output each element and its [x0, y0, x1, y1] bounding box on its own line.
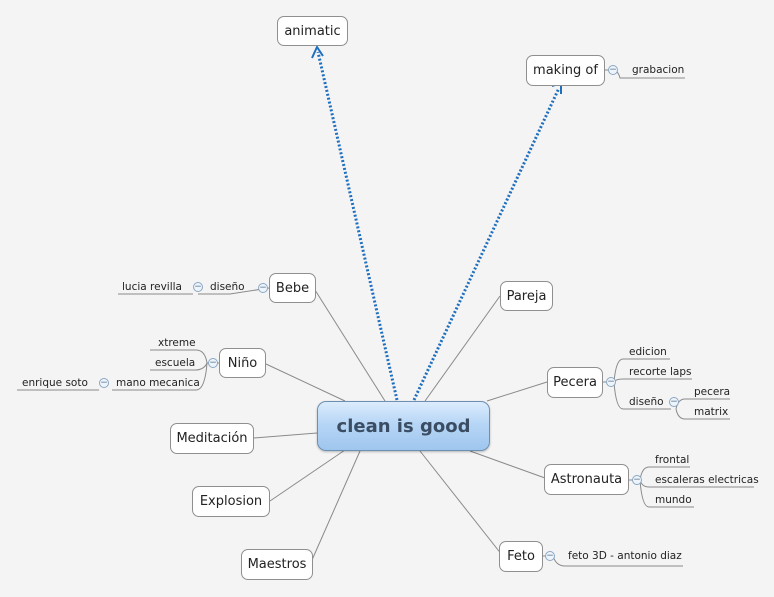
subtopic-frontal[interactable]: frontal — [655, 454, 690, 466]
arrow-to-animatic — [316, 51, 399, 401]
subtopic-feto-3d[interactable]: feto 3D - antonio diaz — [568, 550, 682, 562]
collapse-pecera-icon[interactable]: − — [606, 376, 616, 387]
topic-pareja[interactable]: Pareja — [500, 281, 553, 311]
topic-feto[interactable]: Feto — [499, 541, 543, 572]
topic-explosion[interactable]: Explosion — [192, 486, 270, 517]
arrowhead-animatic — [311, 44, 324, 59]
subtopic-enrique-soto[interactable]: enrique soto — [22, 377, 88, 389]
subtopic-pecera[interactable]: pecera — [694, 386, 731, 398]
connector-pecera — [486, 381, 548, 402]
connector-explosion — [269, 449, 346, 502]
connector-maestros — [311, 450, 361, 561]
line-pecera-diseno — [613, 381, 671, 410]
arrow-to-making-of — [412, 87, 561, 401]
subtopic-bebe-diseno[interactable]: diseño — [210, 281, 245, 293]
subtopic-lucia-revilla[interactable]: lucia revilla — [122, 281, 182, 293]
collapse-pecera-diseno-icon[interactable]: − — [669, 396, 679, 407]
line-bebe-diseno — [198, 287, 270, 295]
collapse-bebe-icon[interactable]: − — [258, 282, 268, 293]
branch-connectors — [253, 289, 548, 561]
relationship-arrows — [316, 51, 561, 401]
sub-connectors — [17, 69, 754, 567]
line-matrix — [675, 408, 730, 420]
topic-bebe[interactable]: Bebe — [269, 273, 316, 303]
subtopic-mundo[interactable]: mundo — [655, 494, 692, 506]
central-topic[interactable]: clean is good — [317, 401, 490, 451]
topic-astronauta[interactable]: Astronauta — [544, 464, 629, 495]
topic-making-of[interactable]: making of — [526, 55, 605, 86]
collapse-making-of-icon[interactable]: − — [608, 64, 618, 75]
line-pecera-leaf — [675, 398, 730, 410]
line-xtreme — [150, 349, 208, 364]
subtopic-recorte-laps[interactable]: recorte laps — [629, 366, 692, 378]
collapse-astronauta-icon[interactable]: − — [632, 474, 642, 485]
collapse-mano-mecanica-icon[interactable]: − — [99, 377, 109, 388]
subtopic-xtreme[interactable]: xtreme — [158, 337, 196, 349]
subtopic-escuela[interactable]: escuela — [155, 357, 196, 369]
line-mundo — [639, 479, 694, 508]
line-mano — [112, 362, 208, 391]
topic-animatic[interactable]: animatic — [277, 16, 348, 46]
topic-maestros[interactable]: Maestros — [241, 549, 313, 580]
subtopic-mano-mecanica[interactable]: mano mecanica — [116, 377, 200, 389]
topic-nino[interactable]: Niño — [219, 348, 266, 378]
topic-pecera[interactable]: Pecera — [547, 367, 603, 398]
connector-nino — [265, 363, 346, 402]
subtopic-escaleras-electricas[interactable]: escaleras electricas — [655, 474, 759, 486]
connector-pareja — [424, 295, 501, 402]
subtopic-matrix[interactable]: matrix — [694, 406, 729, 418]
collapse-nino-icon[interactable]: − — [208, 357, 218, 368]
subtopic-pecera-diseno[interactable]: diseño — [629, 396, 664, 408]
collapse-feto-icon[interactable]: − — [545, 550, 555, 561]
subtopic-grabacion[interactable]: grabacion — [632, 64, 685, 76]
line-recorte — [613, 378, 692, 383]
collapse-bebe-diseno-icon[interactable]: − — [193, 281, 203, 292]
line-escuela — [150, 362, 208, 371]
subtopic-edicion[interactable]: edicion — [629, 346, 667, 358]
connector-astronauta — [469, 450, 546, 479]
connector-bebe — [314, 289, 386, 402]
connector-feto — [419, 450, 503, 556]
connector-meditacion — [253, 432, 318, 439]
topic-meditacion[interactable]: Meditación — [170, 423, 254, 454]
arrow-heads — [311, 44, 562, 94]
